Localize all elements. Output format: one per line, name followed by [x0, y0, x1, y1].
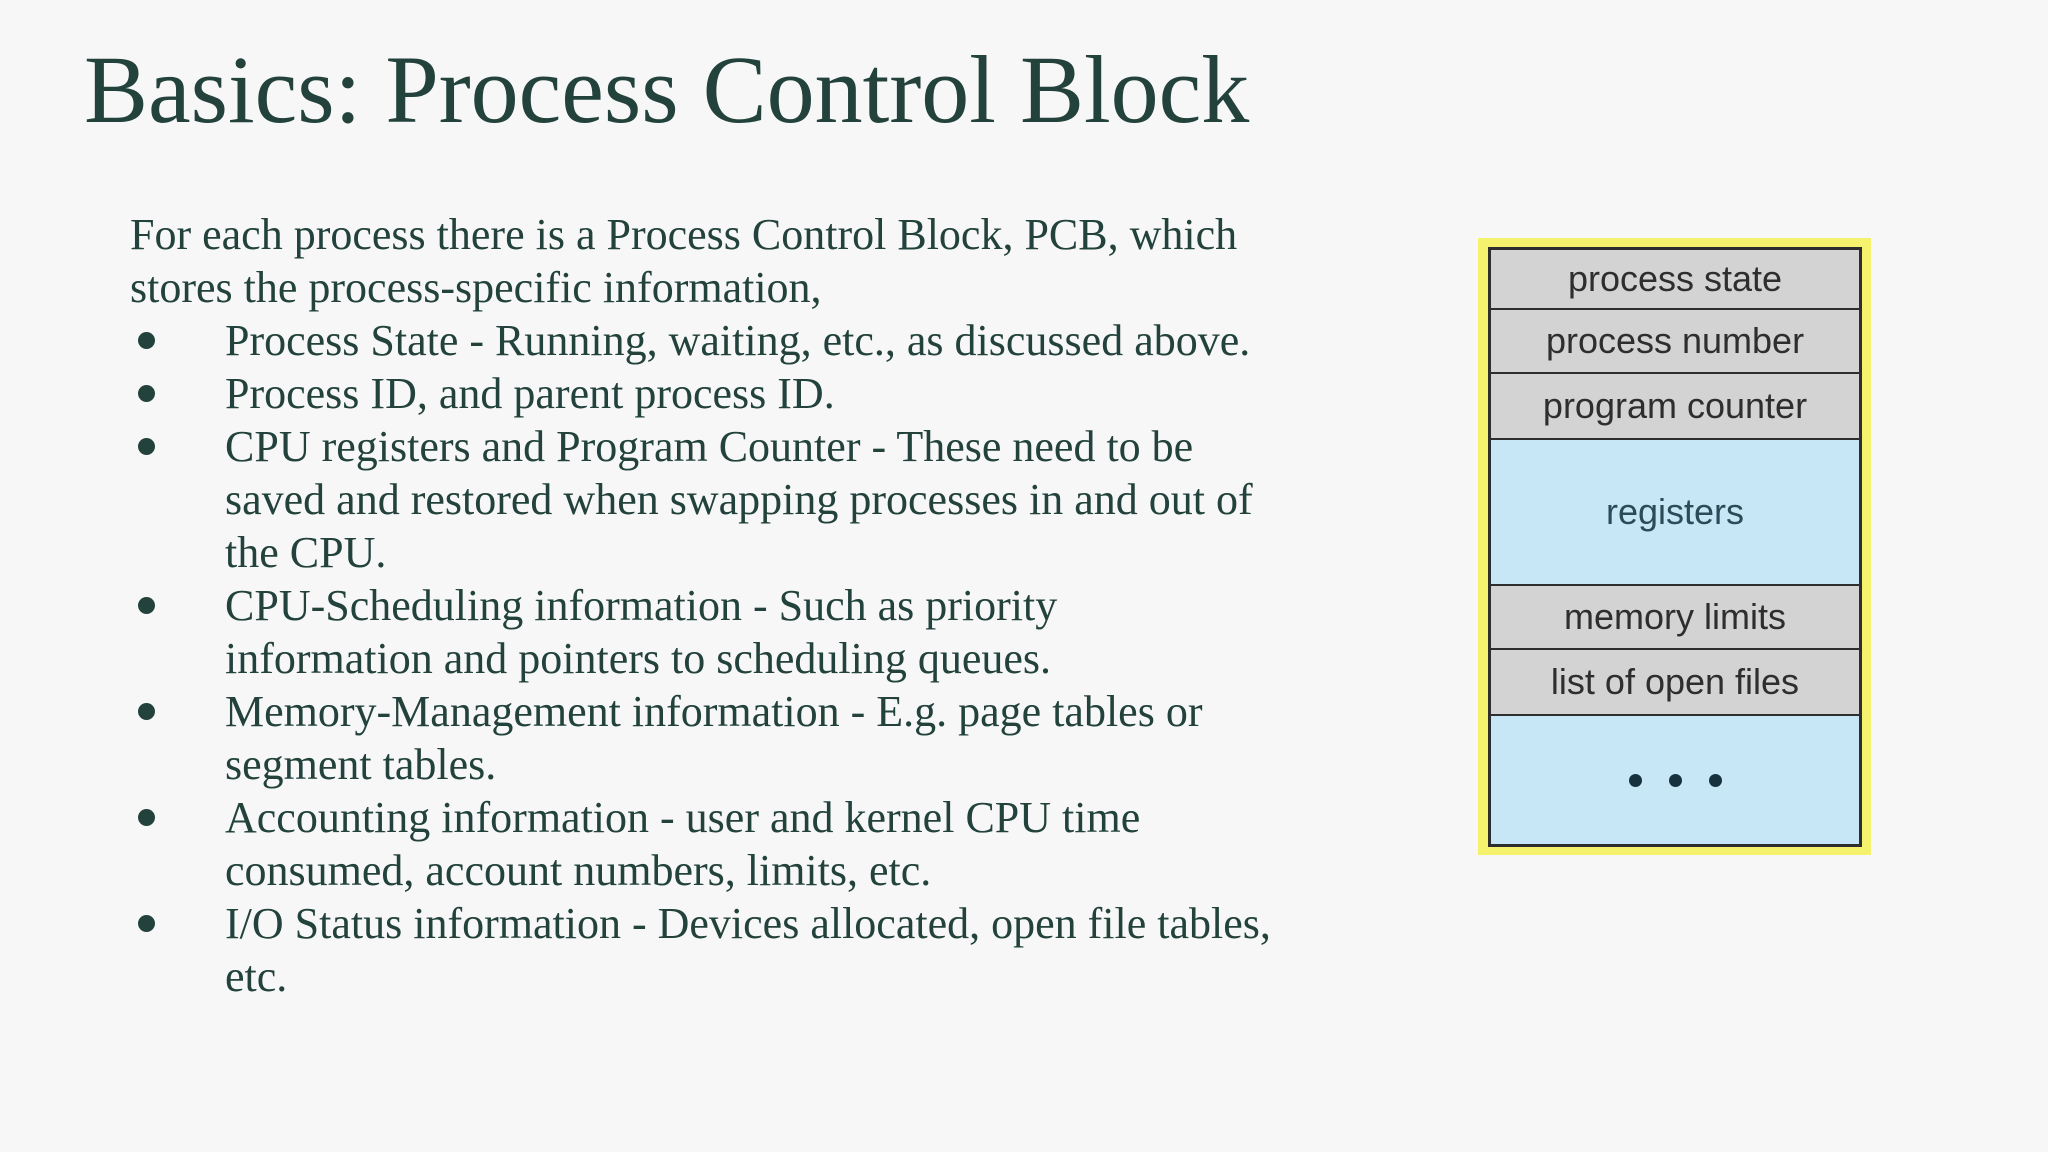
bullet-item-accounting: Accounting information - user and kernel… [138, 791, 1530, 897]
pcb-row-label: memory limits [1564, 596, 1786, 637]
pcb-row-memory-limits: memory limits [1491, 586, 1859, 650]
body-text-block: For each process there is a Process Cont… [130, 208, 1530, 1003]
bullet-item-memory-management: Memory-Management information - E.g. pag… [138, 685, 1530, 791]
bullet-list: Process State - Running, waiting, etc., … [130, 314, 1530, 1003]
pcb-row-program-counter: program counter [1491, 374, 1859, 440]
bullet-item-process-id: Process ID, and parent process ID. [138, 367, 1530, 420]
pcb-row-process-number: process number [1491, 310, 1859, 374]
pcb-row-registers: registers [1491, 440, 1859, 586]
slide-title: Basics: Process Control Block [84, 36, 1250, 143]
pcb-row-label: list of open files [1550, 661, 1800, 702]
pcb-row-label: process number [1545, 320, 1805, 361]
pcb-diagram: process state process number program cou… [1478, 238, 1871, 855]
pcb-row-label: process state [1567, 258, 1783, 299]
bullet-item-io-status: I/O Status information - Devices allocat… [138, 897, 1530, 1003]
intro-paragraph: For each process there is a Process Cont… [130, 210, 1238, 312]
pcb-row-open-files: list of open files [1491, 650, 1859, 716]
bullet-item-process-state: Process State - Running, waiting, etc., … [138, 314, 1530, 367]
ellipsis-dot [1668, 773, 1682, 787]
pcb-table: process state process number program cou… [1488, 247, 1862, 847]
bullet-item-cpu-scheduling: CPU-Scheduling information - Such as pri… [138, 579, 1530, 685]
bullet-item-cpu-registers: CPU registers and Program Counter - Thes… [138, 420, 1530, 579]
pcb-row-ellipsis [1491, 716, 1859, 844]
ellipsis-dot [1628, 773, 1642, 787]
pcb-row-process-state: process state [1491, 250, 1859, 310]
pcb-row-label: registers [1605, 491, 1745, 532]
pcb-row-label: program counter [1542, 385, 1808, 426]
ellipsis-dot [1708, 773, 1722, 787]
